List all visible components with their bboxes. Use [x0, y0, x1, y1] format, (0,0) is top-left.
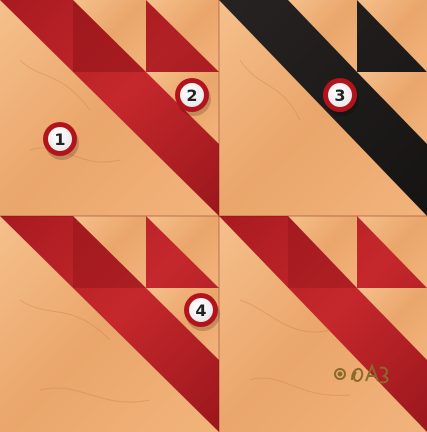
badge-label: 4: [195, 301, 206, 320]
block-bottom-right: [219, 216, 427, 432]
badge-label: 1: [54, 130, 65, 149]
block-top-right: [219, 0, 427, 216]
badge-label: 3: [334, 86, 345, 105]
badge-label: 2: [186, 86, 197, 105]
